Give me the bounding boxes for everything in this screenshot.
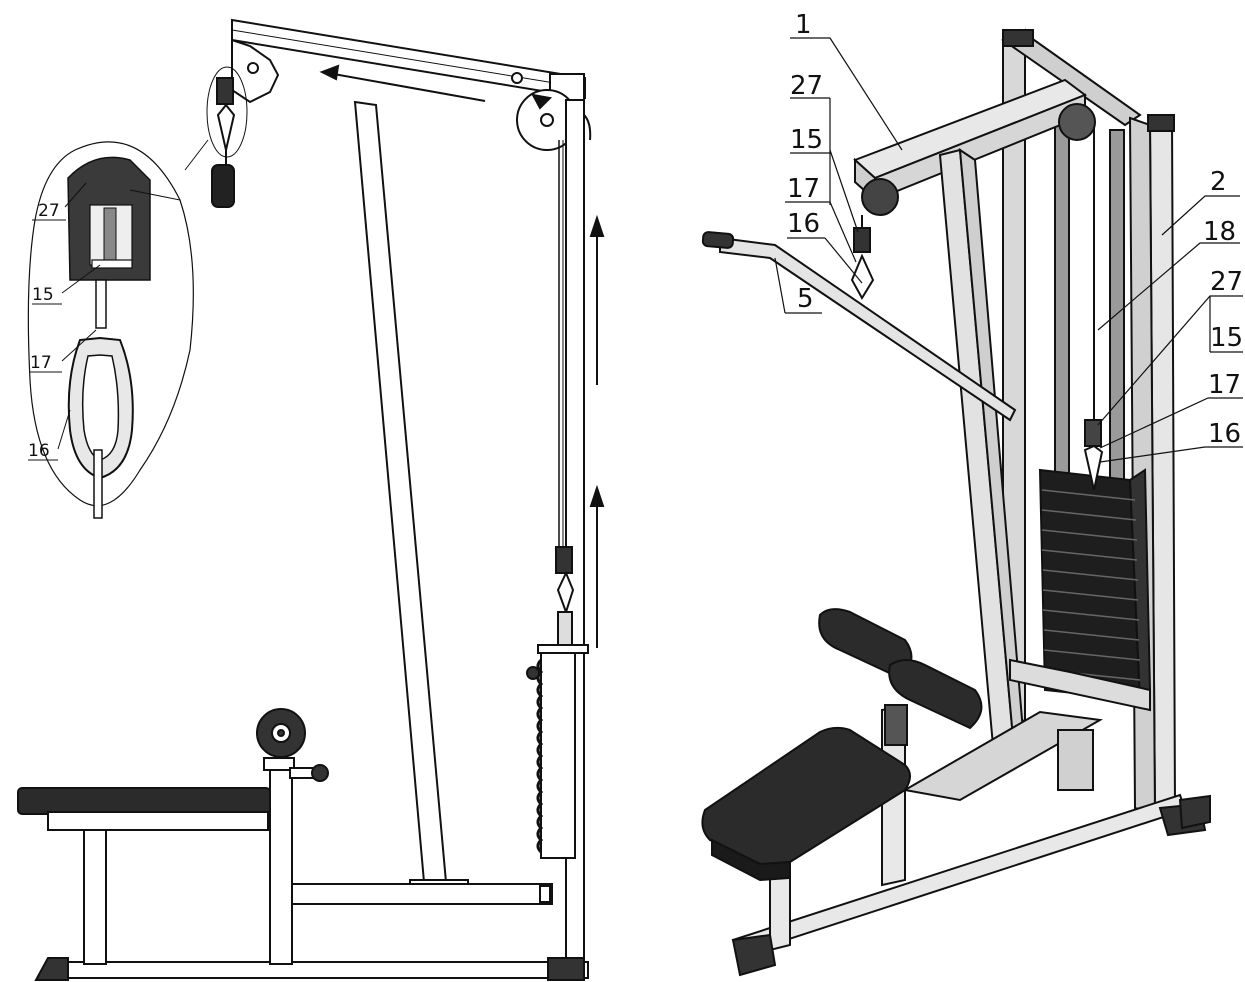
iso-callout-5: 5 <box>797 284 814 314</box>
side-diagonal-strut <box>353 100 469 887</box>
side-view <box>17 18 605 981</box>
iso-weight-stack <box>1038 468 1152 703</box>
side-detail-ring <box>206 66 248 158</box>
inset-detail <box>27 141 194 519</box>
side-bench <box>17 708 329 965</box>
iso-callout-16: 16 <box>787 209 820 239</box>
iso-callout-16b: 16 <box>1208 419 1241 449</box>
iso-callout-27: 27 <box>790 71 823 101</box>
iso-callout-18: 18 <box>1203 217 1236 247</box>
side-cable-connector <box>555 546 575 651</box>
iso-callout-17b: 17 <box>1208 370 1241 400</box>
iso-callout-2: 2 <box>1210 167 1227 197</box>
iso-callout-15b: 15 <box>1210 323 1243 353</box>
iso-callout-1: 1 <box>795 10 812 40</box>
inset-callout-16: 16 <box>28 441 50 461</box>
side-base <box>34 883 589 981</box>
iso-callout-15: 15 <box>790 125 823 155</box>
iso-leg-pads <box>818 608 983 746</box>
side-weight-stack <box>526 644 589 859</box>
iso-arm-connector <box>850 215 875 300</box>
inset-callout-15: 15 <box>32 285 54 305</box>
side-hanging-handle <box>211 77 236 208</box>
side-top-beam <box>231 18 586 100</box>
inset-callout-27: 27 <box>38 201 60 221</box>
iso-diagonal-strut <box>938 148 1027 770</box>
side-motion-arrows <box>319 64 605 648</box>
iso-stack-connector <box>1083 419 1104 491</box>
iso-view <box>701 28 1211 977</box>
side-left-pulley <box>231 38 280 104</box>
inset-callout-17: 17 <box>30 353 52 373</box>
iso-callout-27b: 27 <box>1210 267 1243 297</box>
iso-seat <box>701 726 911 882</box>
iso-callout-17: 17 <box>787 174 820 204</box>
iso-lower-frame <box>731 658 1211 977</box>
iso-lat-bar <box>701 231 1017 422</box>
iso-leader-lines <box>774 37 1243 463</box>
iso-top-arm <box>853 78 1096 216</box>
